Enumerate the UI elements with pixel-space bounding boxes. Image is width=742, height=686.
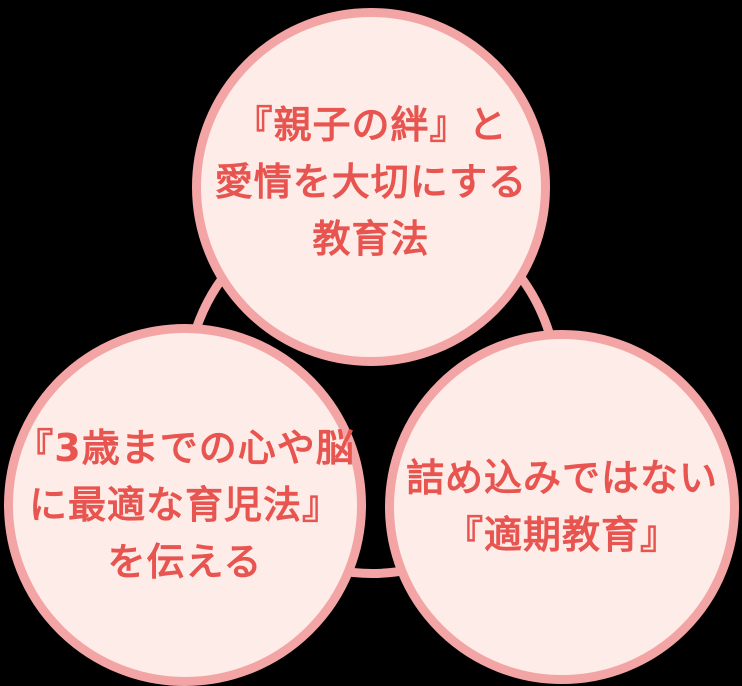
- circle-bottom-left-text: 『3歳までの心や脳 に最適な育児法』 を伝える: [15, 420, 354, 591]
- circle-text-line: 詰め込みではない: [405, 456, 718, 500]
- circle-text-line: に最適な育児法』: [28, 482, 341, 527]
- circle-text-line: 『3歳までの心や脳: [15, 425, 355, 470]
- circle-childcare-method: 『3歳までの心や脳 に最適な育児法』 を伝える: [4, 324, 366, 686]
- circle-text-line: 『適期教育』: [444, 513, 679, 557]
- circle-appropriate-timing-education: 詰め込みではない 『適期教育』: [385, 330, 739, 684]
- circle-text-line: 『親子の絆』と: [234, 102, 508, 147]
- circle-text-line: を伝える: [107, 539, 263, 584]
- circle-text-line: 教育法: [312, 216, 430, 261]
- circle-top-text: 『親子の絆』と 愛情を大切にする 教育法: [215, 97, 527, 268]
- circle-parent-child-bond: 『親子の絆』と 愛情を大切にする 教育法: [192, 8, 550, 366]
- circle-text-line: 愛情を大切にする: [214, 159, 528, 204]
- circle-bottom-right-text: 詰め込みではない 『適期教育』: [406, 450, 718, 564]
